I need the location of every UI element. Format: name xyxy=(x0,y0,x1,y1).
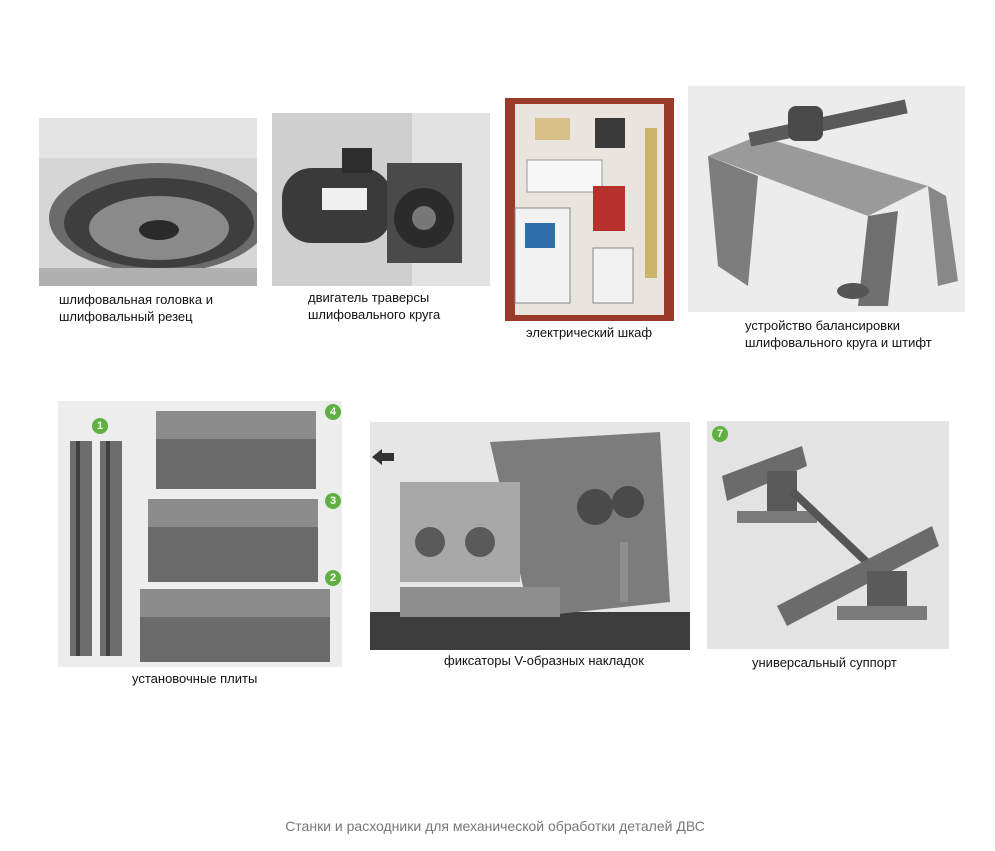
mounting-plates-photo xyxy=(58,401,342,667)
badge-number-7: 7 xyxy=(712,426,728,442)
caption-electrical-cabinet: электрический шкаф xyxy=(526,325,653,340)
caption-balancing-device: устройство балансировки шлифовального кр… xyxy=(745,318,932,350)
balancing-device-photo xyxy=(688,86,965,312)
badge-number-1: 1 xyxy=(92,418,108,434)
caption-mounting-plates: установочные плиты xyxy=(132,671,258,686)
caption-v-block-fixtures: фиксаторы V-образных накладок xyxy=(444,653,644,668)
badge-number-4: 4 xyxy=(325,404,341,420)
traverse-motor-photo xyxy=(272,113,490,286)
universal-support-photo xyxy=(707,421,949,649)
caption-universal-support: универсальный суппорт xyxy=(752,655,897,670)
v-block-fixtures-photo xyxy=(370,422,690,650)
badge-number-2: 2 xyxy=(325,570,341,586)
caption-grinding-head: шлифовальная головка и шлифовальный резе… xyxy=(59,292,213,324)
footer-text: Станки и расходники для механической обр… xyxy=(285,818,705,834)
badge-number-3: 3 xyxy=(325,493,341,509)
arrow-left-icon xyxy=(370,446,396,466)
electrical-cabinet-photo xyxy=(505,98,674,321)
grinding-head-photo xyxy=(39,118,257,286)
caption-traverse-motor: двигатель траверсы шлифовального круга xyxy=(308,290,441,322)
